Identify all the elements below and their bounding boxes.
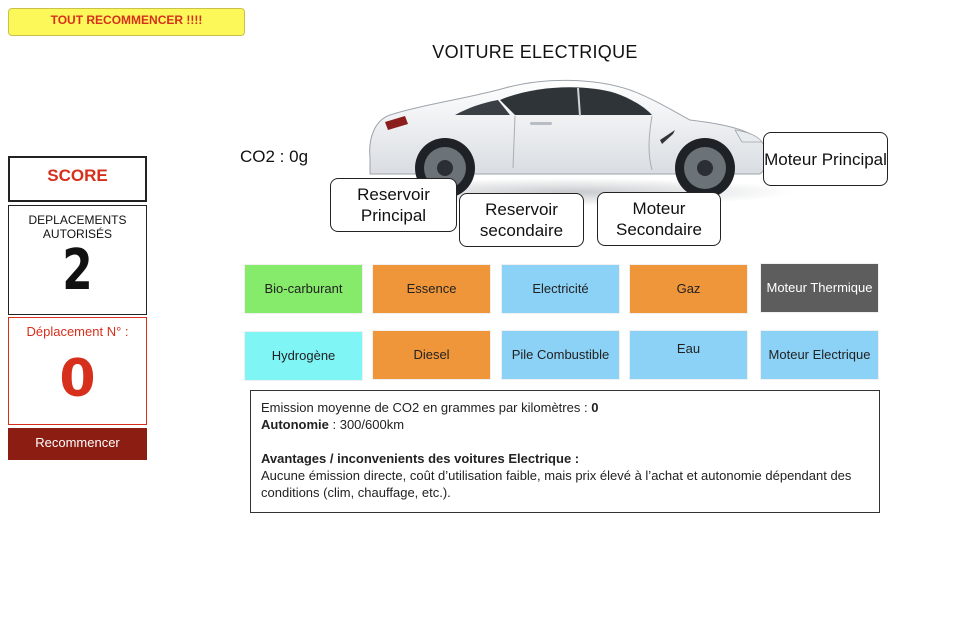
tile-hydrogene[interactable]: Hydrogène (245, 332, 362, 380)
tile-eau[interactable]: Eau (630, 331, 747, 379)
pros-cons-text: Aucune émission directe, coût d’utilisat… (261, 468, 852, 500)
co2-readout: CO2 : 0g (240, 147, 309, 166)
emission-label: Emission moyenne de CO2 en grammes par k… (261, 400, 592, 415)
tile-electricite[interactable]: Electricité (502, 265, 619, 313)
move-number-label: Déplacement N° : (26, 324, 129, 339)
autonomy-value: : 300/600km (328, 417, 405, 432)
move-number-panel: Déplacement N° : 0 (8, 317, 147, 425)
tile-pile-combustible[interactable]: Pile Combustible (502, 331, 619, 379)
secondary-motor-slot[interactable]: Moteur Secondaire (597, 192, 721, 246)
tile-essence[interactable]: Essence (373, 265, 490, 313)
score-title: SCORE (47, 166, 108, 185)
restart-button[interactable]: Recommencer (8, 428, 147, 460)
autonomy-label: Autonomie (261, 417, 329, 432)
tile-bio-carburant[interactable]: Bio-carburant (245, 265, 362, 313)
secondary-tank-slot[interactable]: Reservoir secondaire (459, 193, 584, 247)
main-tank-slot[interactable]: Reservoir Principal (330, 178, 457, 232)
tile-gaz[interactable]: Gaz (630, 265, 747, 313)
moves-allowed-panel: DEPLACEMENTS AUTORISÉS 2 (8, 205, 147, 315)
moves-allowed-label: DEPLACEMENTS AUTORISÉS (28, 213, 127, 241)
tile-moteur-thermique[interactable]: Moteur Thermique (761, 264, 878, 312)
autonomy-line: Autonomie : 300/600km (261, 416, 869, 433)
page-title: VOITURE ELECTRIQUE (432, 42, 638, 62)
tile-diesel[interactable]: Diesel (373, 331, 490, 379)
emission-value: 0 (591, 400, 599, 415)
move-number-value: 0 (59, 349, 96, 409)
emission-line: Emission moyenne de CO2 en grammes par k… (261, 399, 869, 416)
score-header: SCORE (8, 156, 147, 202)
pros-cons-title: Avantages / inconvenients des voitures E… (261, 451, 580, 466)
reset-all-button[interactable]: TOUT RECOMMENCER !!!! (8, 8, 245, 36)
info-panel: Emission moyenne de CO2 en grammes par k… (250, 390, 880, 513)
moves-allowed-value: 2 (62, 238, 93, 303)
main-motor-slot[interactable]: Moteur Principal (763, 132, 888, 186)
tile-moteur-electrique[interactable]: Moteur Electrique (761, 331, 878, 379)
